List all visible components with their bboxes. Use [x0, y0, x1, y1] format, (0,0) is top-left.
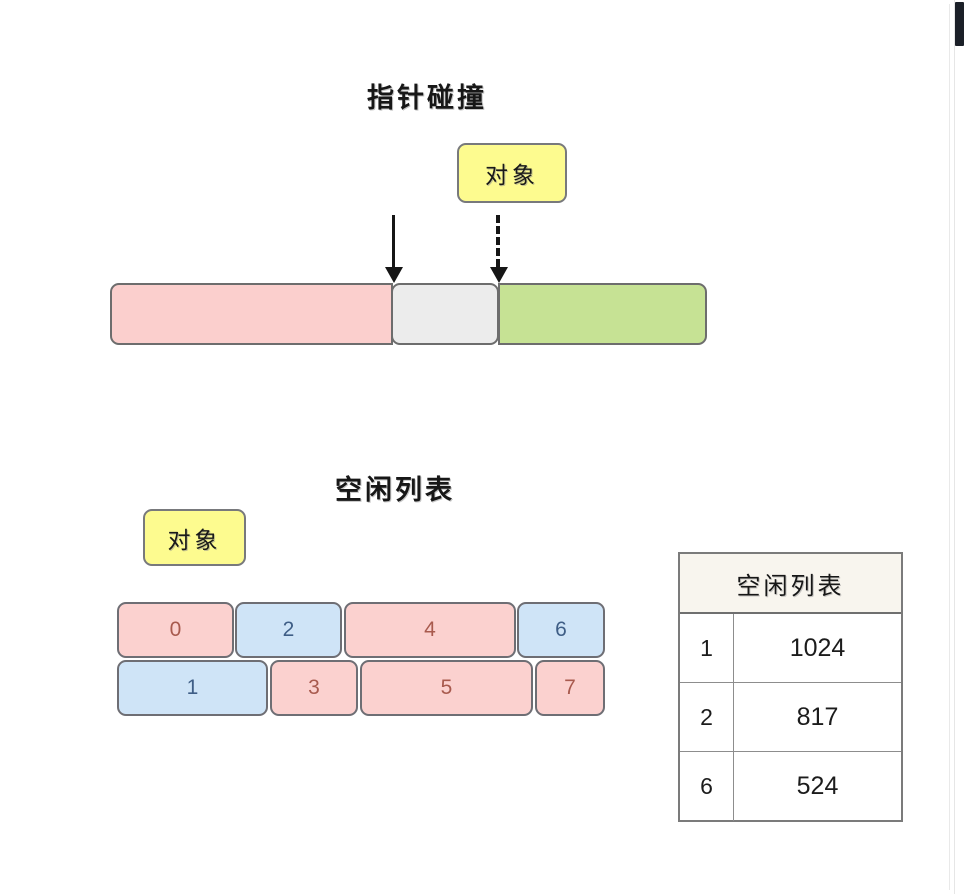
pointer-bump-title: 指针碰撞 — [367, 83, 487, 113]
arrow-head-dashed — [490, 267, 508, 283]
object-box-free-list: 对象 — [143, 509, 246, 566]
memory-block: 3 — [270, 660, 358, 716]
table-cell-index: 2 — [680, 683, 734, 751]
table-cell-size: 524 — [796, 772, 839, 800]
pointer-arrow-icon — [383, 215, 403, 285]
scrollbar-thumb[interactable] — [955, 2, 964, 46]
table-row: 2 817 — [680, 683, 901, 752]
arrow-shaft — [392, 215, 395, 269]
heap-bar — [110, 283, 707, 345]
memory-block: 4 — [344, 602, 516, 658]
heap-segment-used — [110, 283, 393, 345]
memory-block: 0 — [117, 602, 234, 658]
memory-block: 7 — [535, 660, 605, 716]
free-list-title: 空闲列表 — [335, 475, 455, 505]
arrow-shaft-dashed — [496, 215, 500, 267]
arrow-head — [385, 267, 403, 283]
table-cell-index: 1 — [680, 614, 734, 682]
table-row: 6 524 — [680, 752, 901, 821]
heap-segment-gap — [391, 283, 499, 345]
table-cell-size: 1024 — [789, 633, 846, 662]
free-list-table: 空闲列表 1 1024 2 817 6 524 — [678, 552, 903, 822]
heap-segment-free — [498, 283, 707, 345]
memory-block: 1 — [117, 660, 268, 716]
table-cell-size: 817 — [796, 702, 839, 731]
memory-block: 5 — [360, 660, 533, 716]
vertical-scrollbar[interactable] — [954, 0, 964, 894]
object-box-pointer-bump: 对象 — [457, 143, 567, 203]
page-divider — [949, 4, 950, 890]
free-list-table-header: 空闲列表 — [680, 554, 901, 614]
table-cell-index: 6 — [680, 752, 734, 821]
memory-block: 2 — [235, 602, 342, 658]
memory-block: 6 — [517, 602, 605, 658]
table-row: 1 1024 — [680, 614, 901, 683]
object-arrow-icon — [488, 215, 508, 285]
